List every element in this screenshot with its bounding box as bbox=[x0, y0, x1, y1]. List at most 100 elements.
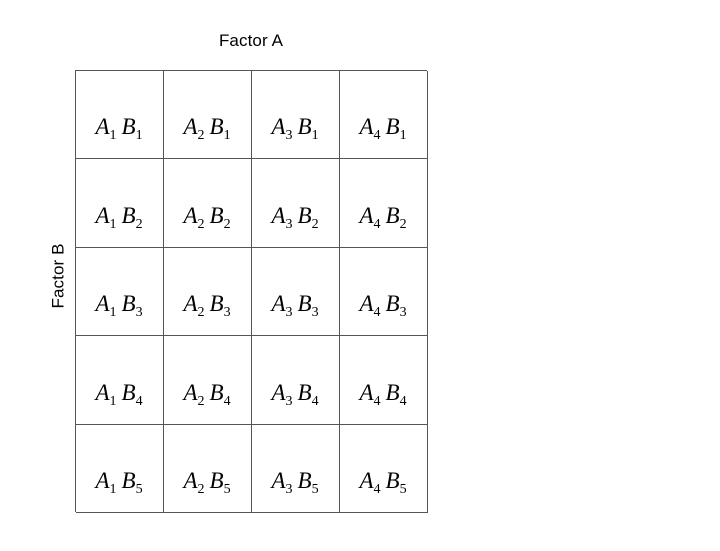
factor-a-symbol: A bbox=[359, 467, 374, 493]
factor-a-level-subscript: 2 bbox=[197, 481, 205, 497]
factor-a-level-subscript: 4 bbox=[373, 128, 381, 144]
factor-a-symbol: A bbox=[183, 291, 198, 317]
factor-b-symbol: B bbox=[385, 467, 400, 493]
factor-a-symbol: A bbox=[183, 379, 198, 405]
factor-a-level-subscript: 3 bbox=[285, 128, 293, 144]
factor-b-level-subscript: 5 bbox=[223, 481, 231, 497]
factor-a-symbol: A bbox=[271, 467, 286, 493]
factor-b-level-subscript: 3 bbox=[223, 305, 231, 321]
factor-a-symbol: A bbox=[271, 379, 286, 405]
factor-a-level-subscript: 2 bbox=[197, 393, 205, 409]
factor-a-level-subscript: 2 bbox=[197, 216, 205, 232]
factor-b-symbol: B bbox=[121, 467, 136, 493]
factor-a-symbol: A bbox=[95, 202, 110, 228]
factor-b-symbol: B bbox=[297, 114, 312, 140]
factor-b-level-subscript: 4 bbox=[399, 393, 407, 409]
factor-b-level-subscript: 1 bbox=[311, 128, 319, 144]
factor-a-level-subscript: 4 bbox=[373, 481, 381, 497]
factor-b-level-subscript: 2 bbox=[399, 216, 407, 232]
factor-a-symbol: A bbox=[359, 202, 374, 228]
factor-a-symbol: A bbox=[95, 379, 110, 405]
factor-b-symbol: B bbox=[297, 291, 312, 317]
factor-a-axis-title: Factor A bbox=[218, 31, 284, 50]
factor-b-symbol: B bbox=[121, 202, 136, 228]
factor-a-level-subscript: 1 bbox=[109, 128, 117, 144]
factor-b-level-subscript: 1 bbox=[223, 128, 231, 144]
factor-b-level-subscript: 1 bbox=[399, 128, 407, 144]
factor-b-level-subscript: 2 bbox=[135, 216, 143, 232]
factor-b-axis-title-wrapper: Factor B bbox=[0, 0, 70, 551]
factor-b-symbol: B bbox=[385, 379, 400, 405]
factor-a-symbol: A bbox=[359, 379, 374, 405]
factor-b-symbol: B bbox=[385, 291, 400, 317]
factor-a-level-subscript: 4 bbox=[373, 305, 381, 321]
factor-a-symbol: A bbox=[95, 291, 110, 317]
factor-b-symbol: B bbox=[385, 114, 400, 140]
factor-b-level-subscript: 3 bbox=[135, 305, 143, 321]
factor-b-level-subscript: 5 bbox=[135, 481, 143, 497]
factor-b-axis-title: Factor B bbox=[48, 242, 68, 309]
factor-b-symbol: B bbox=[385, 202, 400, 228]
factor-b-symbol: B bbox=[297, 202, 312, 228]
factor-b-symbol: B bbox=[297, 467, 312, 493]
factor-b-level-subscript: 5 bbox=[399, 481, 407, 497]
factor-a-level-subscript: 1 bbox=[109, 481, 117, 497]
factor-a-level-subscript: 3 bbox=[285, 305, 293, 321]
factor-a-level-subscript: 1 bbox=[109, 305, 117, 321]
factor-a-level-subscript: 4 bbox=[373, 393, 381, 409]
factor-b-level-subscript: 2 bbox=[223, 216, 231, 232]
factor-a-symbol: A bbox=[359, 114, 374, 140]
factor-b-level-subscript: 3 bbox=[311, 305, 319, 321]
factor-a-level-subscript: 2 bbox=[197, 305, 205, 321]
factor-b-level-subscript: 2 bbox=[311, 216, 319, 232]
factor-a-symbol: A bbox=[95, 114, 110, 140]
factor-b-symbol: B bbox=[209, 114, 224, 140]
factor-a-level-subscript: 3 bbox=[285, 481, 293, 497]
factor-b-symbol: B bbox=[297, 379, 312, 405]
factor-b-level-subscript: 4 bbox=[223, 393, 231, 409]
factor-a-symbol: A bbox=[183, 202, 198, 228]
factor-a-level-subscript: 1 bbox=[109, 216, 117, 232]
factor-a-level-subscript: 4 bbox=[373, 216, 381, 232]
factor-b-symbol: B bbox=[209, 202, 224, 228]
factor-b-symbol: B bbox=[209, 467, 224, 493]
factor-a-level-subscript: 3 bbox=[285, 393, 293, 409]
factor-a-symbol: A bbox=[183, 467, 198, 493]
